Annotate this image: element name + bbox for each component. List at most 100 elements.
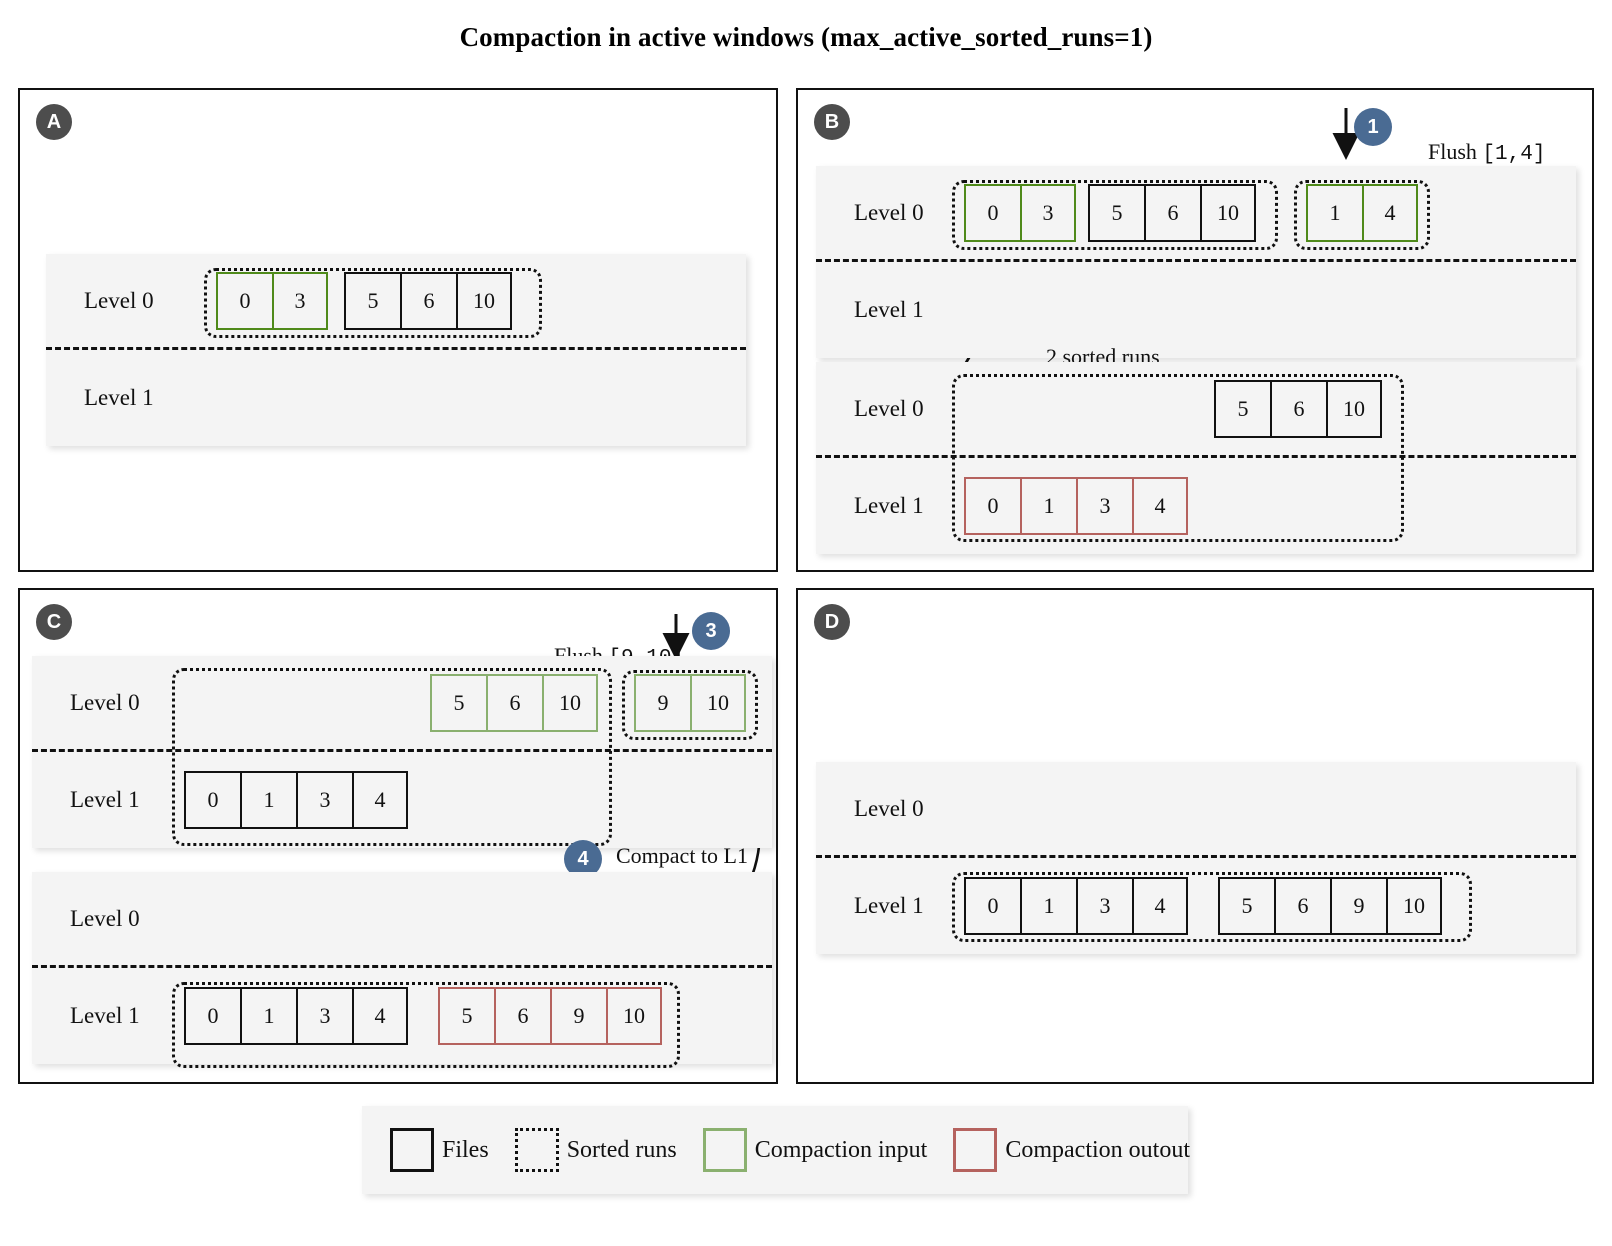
- panel-c-bottom-level1-row: Level 1 0 1 3 4 5 6 9 10: [32, 968, 772, 1068]
- panel-d-level0-label: Level 0: [854, 795, 924, 821]
- legend-item-sorted-runs: Sorted runs: [514, 1128, 677, 1172]
- panel-c-top-level1-label: Level 1: [70, 787, 140, 812]
- panel-c-l1-compaction-output-run: 5 6 9 10: [438, 987, 662, 1045]
- file-cell: 10: [456, 271, 512, 330]
- file-cell: 10: [1386, 877, 1442, 935]
- file-cell: 10: [690, 673, 746, 732]
- legend-item-compaction-input: Compaction input: [702, 1128, 928, 1172]
- panel-c-step-4-label: Compact to L1: [616, 843, 748, 868]
- panel-b-top-level0-label: Level 0: [854, 199, 924, 225]
- files-swatch: [390, 1128, 434, 1172]
- panel-b: B 1 Flush [1,4] Level 0 0 3 5 6 10: [796, 88, 1594, 572]
- panel-a-badge: A: [36, 104, 72, 140]
- panel-d-level1-label: Level 1: [854, 893, 924, 918]
- file-cell: 3: [1076, 877, 1132, 935]
- legend-label: Files: [442, 1136, 489, 1163]
- legend-item-files: Files: [390, 1128, 489, 1172]
- panel-c-step-3-badge: 3: [692, 612, 730, 650]
- panel-d-l1-run-b: 5 6 9 10: [1218, 877, 1442, 935]
- panel-c-l1-files-run: 0 1 3 4: [184, 771, 408, 829]
- file-cell: 0: [184, 987, 240, 1045]
- compaction-output-swatch: [953, 1128, 998, 1172]
- file-cell: 3: [272, 271, 328, 330]
- panel-b-top-level1-label: Level 1: [854, 297, 924, 322]
- file-cell: 1: [240, 987, 296, 1045]
- file-cell: 4: [352, 987, 408, 1045]
- page-title: Compaction in active windows (max_active…: [459, 22, 1153, 52]
- file-cell: 4: [1132, 477, 1188, 535]
- flush-word: Flush: [1428, 138, 1477, 164]
- file-cell: 1: [1020, 477, 1076, 535]
- legend-label: Compaction input: [754, 1136, 928, 1163]
- legend-label: Compaction outout: [1005, 1136, 1190, 1163]
- flush-range: [1,4]: [1482, 142, 1546, 166]
- panel-a-level1-row: Level 1: [46, 350, 746, 446]
- file-cell: 5: [438, 987, 494, 1045]
- panel-c-badge: C: [36, 604, 72, 640]
- panel-b-l0-flush-run: 1 4: [1306, 183, 1418, 242]
- panel-c: C Flush [9,10] 3 Level 0 5 6 10 9 10: [18, 588, 778, 1084]
- file-cell: 1: [1020, 877, 1076, 935]
- panel-c-l0-compaction-input-run: 5 6 10: [430, 673, 598, 732]
- panel-c-bottom-level1-label: Level 1: [70, 1003, 140, 1028]
- sorted-runs-swatch: [514, 1128, 559, 1172]
- file-cell: 6: [486, 673, 542, 732]
- panel-b-l0-compaction-input-run: 0 3: [964, 183, 1076, 242]
- legend: Files Sorted runs Compaction input Compa…: [362, 1106, 1190, 1194]
- file-cell: 10: [1326, 379, 1382, 438]
- file-cell: 6: [400, 271, 456, 330]
- panel-a-l0-files-run: 5 6 10: [344, 271, 512, 330]
- panel-b-l0-files-run: 5 6 10: [1088, 183, 1256, 242]
- panel-c-top-level0-row: Level 0 5 6 10 9 10: [32, 656, 772, 752]
- file-cell: 6: [1270, 379, 1326, 438]
- panel-b-bottom-level1-row: Level 1 0 1 3 4: [816, 458, 1576, 554]
- panel-c-top-stage: Level 0 5 6 10 9 10 Level 1 0 1 3 4: [32, 656, 772, 848]
- panel-b-bottom-level1-label: Level 1: [854, 493, 924, 518]
- file-cell: 4: [1362, 183, 1418, 242]
- panel-d-l1-run-a: 0 1 3 4: [964, 877, 1188, 935]
- panel-b-bottom-l0-files-run: 5 6 10: [1214, 379, 1382, 438]
- file-cell: 0: [964, 877, 1020, 935]
- file-cell: 5: [1088, 183, 1144, 242]
- panel-d-level0-row: Level 0: [816, 762, 1576, 858]
- file-cell: 3: [1020, 183, 1076, 242]
- compaction-input-swatch: [702, 1128, 747, 1172]
- panel-c-l0-flush-run: 9 10: [634, 673, 746, 732]
- file-cell: 5: [344, 271, 400, 330]
- file-cell: 10: [606, 987, 662, 1045]
- file-cell: 4: [1132, 877, 1188, 935]
- panel-c-bottom-level0-label: Level 0: [70, 905, 140, 931]
- panel-a: A Level 0 0 3 5 6 10 Level 1: [18, 88, 778, 572]
- file-cell: 10: [1200, 183, 1256, 242]
- file-cell: 1: [240, 771, 296, 829]
- panel-d-badge: D: [814, 604, 850, 640]
- panel-d-level1-row: Level 1 0 1 3 4 5 6 9 10: [816, 858, 1576, 954]
- panel-c-step-4-badge: 4: [564, 840, 602, 878]
- panel-b-bottom-level0-row: Level 0 5 6 10: [816, 362, 1576, 458]
- panel-b-top-stage: Level 0 0 3 5 6 10 1 4 Level 1: [816, 166, 1576, 358]
- panel-b-badge: B: [814, 104, 850, 140]
- panel-c-top-level1-row: Level 1 0 1 3 4: [32, 752, 772, 848]
- panel-a-level0-row: Level 0 0 3 5 6 10: [46, 254, 746, 350]
- legend-item-compaction-output: Compaction outout: [953, 1128, 1190, 1172]
- file-cell: 6: [494, 987, 550, 1045]
- file-cell: 3: [1076, 477, 1132, 535]
- file-cell: 0: [184, 771, 240, 829]
- file-cell: 9: [550, 987, 606, 1045]
- file-cell: 0: [964, 477, 1020, 535]
- file-cell: 6: [1144, 183, 1200, 242]
- panel-b-top-level1-row: Level 1: [816, 262, 1576, 358]
- file-cell: 0: [216, 271, 272, 330]
- panel-b-step-1-label: Flush [1,4]: [1406, 110, 1545, 195]
- file-cell: 4: [352, 771, 408, 829]
- file-cell: 5: [430, 673, 486, 732]
- file-cell: 9: [634, 673, 690, 732]
- panel-a-level1-label: Level 1: [84, 385, 154, 410]
- panel-a-level0-label: Level 0: [84, 287, 154, 313]
- panel-a-l0-compaction-input-run: 0 3: [216, 271, 328, 330]
- file-cell: 1: [1306, 183, 1362, 242]
- file-cell: 3: [296, 771, 352, 829]
- panel-c-bottom-stage: Level 0 Level 1 0 1 3 4 5 6 9 10: [32, 872, 772, 1068]
- file-cell: 0: [964, 183, 1020, 242]
- file-cell: 9: [1330, 877, 1386, 935]
